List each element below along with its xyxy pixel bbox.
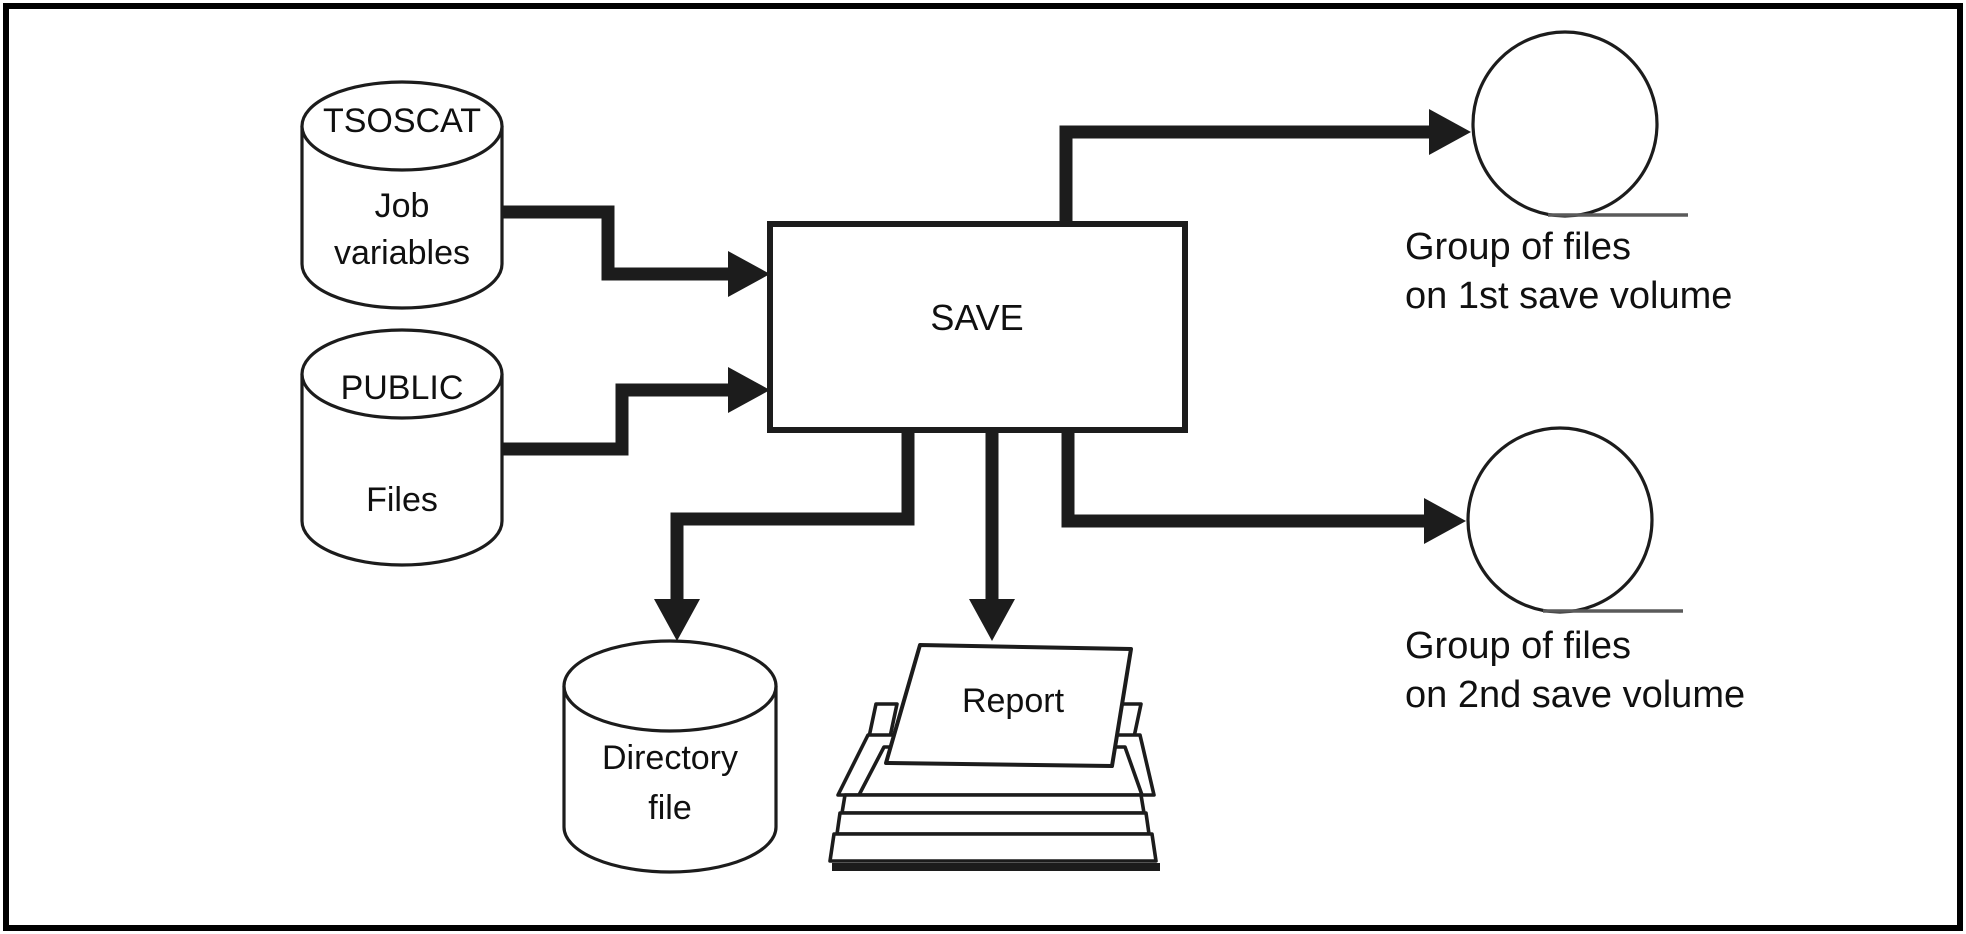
cylinder-top: [300, 328, 504, 420]
report-label: Report: [962, 682, 1065, 720]
arrow-line: [503, 205, 734, 281]
public-title: PUBLIC: [341, 369, 464, 407]
printer-band-top: [840, 793, 1146, 815]
directory-label-line2: file: [648, 789, 691, 827]
tape-circle: [1471, 30, 1659, 218]
arrowhead-right-icon: [728, 367, 770, 413]
arrow-save-to-volume1: [1059, 109, 1471, 230]
public-label-line1: Files: [366, 481, 438, 519]
tsoscat-label-line1: Job: [375, 187, 430, 225]
tsoscat-title: TSOSCAT: [323, 102, 481, 140]
arrow-line: [503, 383, 734, 456]
tape-circle: [1466, 426, 1654, 614]
arrowhead-right-icon: [1429, 109, 1471, 155]
arrow-line: [670, 427, 915, 604]
arrowhead-down-icon: [969, 599, 1015, 641]
arrowhead-right-icon: [1424, 498, 1466, 544]
volume2-caption-line2: on 2nd save volume: [1405, 674, 1745, 716]
arrow-line: [1061, 427, 1427, 528]
cylinder-body: [300, 126, 504, 310]
report-paper: [884, 643, 1133, 768]
arrowhead-right-icon: [728, 251, 770, 297]
volume1-caption-line2: on 1st save volume: [1405, 275, 1732, 317]
printer-left-guide: [867, 702, 899, 739]
arrow-save-to-directory: [654, 427, 915, 641]
volume2-caption-line1: Group of files: [1405, 625, 1631, 667]
cylinder-body: [300, 374, 504, 567]
public-cylinder: PUBLIC Files: [300, 328, 504, 567]
arrow-public-to-save: [503, 367, 770, 456]
cylinder-body: [562, 686, 778, 874]
arrow-tsoscat-to-save: [503, 205, 770, 297]
save-volume-2: Group of files on 2nd save volume: [1405, 426, 1745, 716]
cylinder-top: [562, 639, 778, 733]
printer-band-bottom: [828, 832, 1158, 863]
tsoscat-label-line2: variables: [334, 234, 470, 272]
tsoscat-cylinder: TSOSCAT Job variables: [300, 80, 504, 310]
arrowhead-down-icon: [654, 599, 700, 641]
process-rect: [767, 221, 1188, 433]
save-box: SAVE: [767, 221, 1188, 433]
volume1-caption-line1: Group of files: [1405, 226, 1631, 268]
arrow-save-to-volume2: [1061, 427, 1466, 544]
directory-label-line1: Directory: [602, 739, 738, 777]
arrow-save-to-report: [969, 427, 1015, 641]
diagram-border: [3, 3, 1963, 931]
printer-band-middle: [835, 811, 1151, 836]
directory-file-cylinder: Directory file: [562, 639, 778, 874]
printer: Report: [828, 643, 1160, 871]
cylinder-top: [300, 80, 504, 172]
arrow-line: [1059, 125, 1432, 230]
save-volume-1: Group of files on 1st save volume: [1405, 30, 1732, 317]
save-label: SAVE: [930, 297, 1023, 338]
